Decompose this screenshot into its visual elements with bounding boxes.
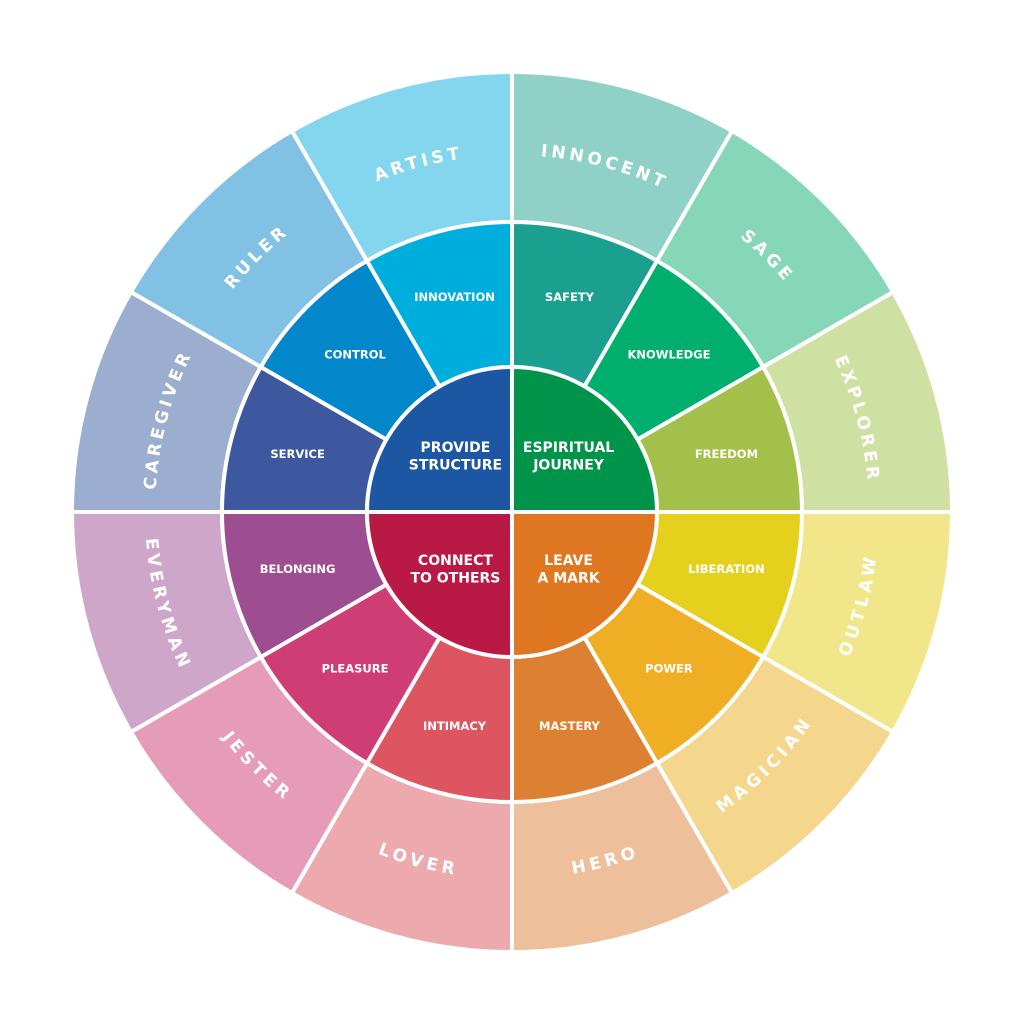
motivation-label-belonging: BELONGING xyxy=(260,562,336,576)
motivation-label-control: CONTROL xyxy=(324,348,386,362)
outer-ring-archetypes xyxy=(69,69,955,955)
core-quadrant-provide-structure xyxy=(364,364,514,514)
motivation-label-power: POWER xyxy=(645,661,693,675)
core-quadrant-espiritual-journey xyxy=(510,364,660,514)
motivation-label-knowledge: KNOWLEDGE xyxy=(627,348,710,362)
motivation-label-freedom: FREEDOM xyxy=(695,447,758,461)
motivation-label-mastery: MASTERY xyxy=(539,719,601,733)
core-quadrant-leave-a-mark xyxy=(510,510,660,660)
motivation-label-safety: SAFETY xyxy=(545,290,595,304)
core-quadrant-connect-to-others xyxy=(364,510,514,660)
motivation-label-pleasure: PLEASURE xyxy=(322,661,389,675)
motivation-label-intimacy: INTIMACY xyxy=(423,719,487,733)
motivation-label-service: SERVICE xyxy=(270,447,325,461)
motivation-label-liberation: LIBERATION xyxy=(688,562,765,576)
motivation-label-innovation: INNOVATION xyxy=(414,290,495,304)
core-ring-goals xyxy=(364,364,660,660)
